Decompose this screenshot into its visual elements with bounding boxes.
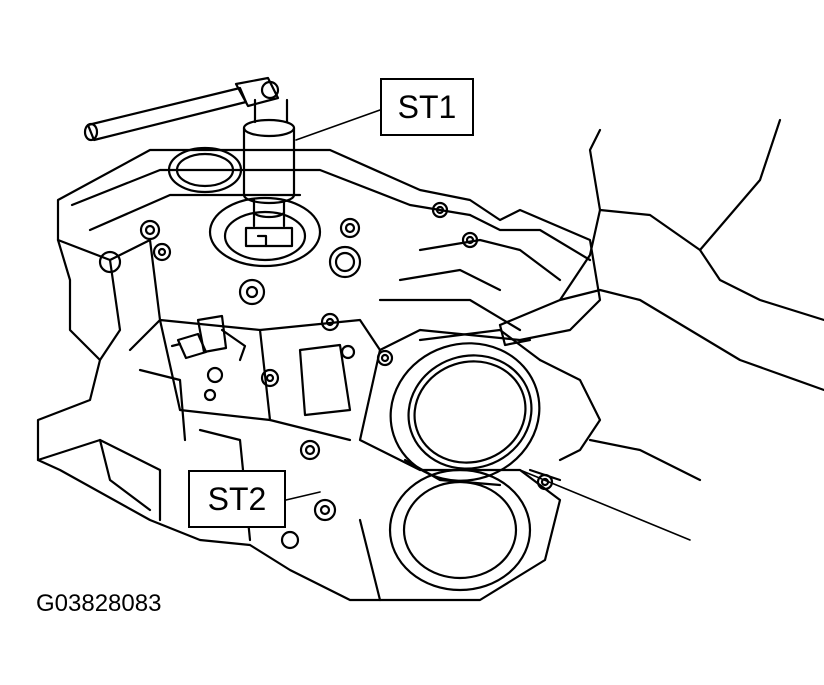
deck-holes [98, 201, 479, 550]
top-bore [167, 146, 322, 268]
st2-tool [389, 328, 542, 487]
st1-tool [83, 76, 296, 248]
side-fitting [170, 314, 247, 362]
hand-arm [498, 118, 824, 482]
st2-callout: ST2 [188, 470, 286, 528]
st1-callout: ST1 [380, 78, 474, 136]
leader-lines [285, 109, 691, 541]
engine-block [36, 148, 602, 602]
st2-label: ST2 [207, 481, 267, 517]
figure-id: G03828083 [36, 590, 162, 617]
st1-label: ST1 [397, 89, 457, 125]
